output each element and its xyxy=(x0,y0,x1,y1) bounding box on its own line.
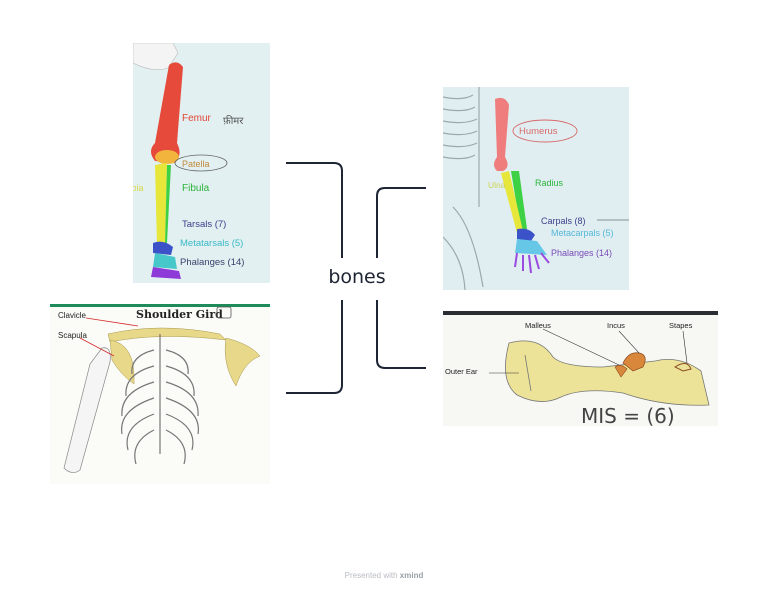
fibula-label: Fibula xyxy=(182,183,210,194)
footer-prefix: Presented with xyxy=(344,571,398,580)
arm-bones-image[interactable]: Humerus Ulna Radius Carpals (8) Metacarp… xyxy=(443,87,629,290)
presented-with-footer: Presented with xmind xyxy=(0,571,768,580)
tibia-label: tibia xyxy=(133,183,144,193)
outer-ear-label: Outer Ear xyxy=(445,367,478,376)
radius-label: Radius xyxy=(535,178,564,188)
shoulder-title: Shoulder Gird xyxy=(136,308,223,321)
connector-arm xyxy=(376,187,426,258)
carpals-label: Carpals (8) xyxy=(541,216,586,226)
metacarpals-label: Metacarpals (5) xyxy=(551,228,614,238)
connector-shoulder xyxy=(286,300,343,394)
ulna-label: Ulna xyxy=(488,180,506,190)
humerus-label: Humerus xyxy=(519,126,558,137)
mis-note: MIS = (6) xyxy=(581,404,675,426)
femur-label: Femur xyxy=(182,113,212,124)
central-topic[interactable]: bones xyxy=(328,266,386,288)
arm-phalanges-label: Phalanges (14) xyxy=(551,248,612,258)
femur-hindi-label: फ़ीमर xyxy=(223,115,244,127)
shoulder-girdle-image[interactable]: Shoulder Gird Clavicle Scapula xyxy=(50,304,270,484)
clavicle-label: Clavicle xyxy=(58,311,87,320)
connector-leg xyxy=(286,162,343,258)
connector-ear xyxy=(376,300,426,369)
malleus-label: Malleus xyxy=(525,321,551,330)
ear-ossicles-image[interactable]: Malleus Incus Stapes Outer Ear MIS = (6) xyxy=(443,311,718,426)
xmind-brand[interactable]: xmind xyxy=(399,571,424,580)
leg-bones-image[interactable]: Femur फ़ीमर Patella tibia Fibula Tarsals… xyxy=(133,43,270,283)
scapula-label: Scapula xyxy=(58,331,87,340)
metatarsals-label: Metatarsals (5) xyxy=(180,238,243,249)
stapes-label: Stapes xyxy=(669,321,693,330)
incus-label: Incus xyxy=(607,321,625,330)
tarsals-label: Tarsals (7) xyxy=(182,219,226,230)
phalanges-label: Phalanges (14) xyxy=(180,257,244,268)
patella-label: Patella xyxy=(182,159,210,169)
